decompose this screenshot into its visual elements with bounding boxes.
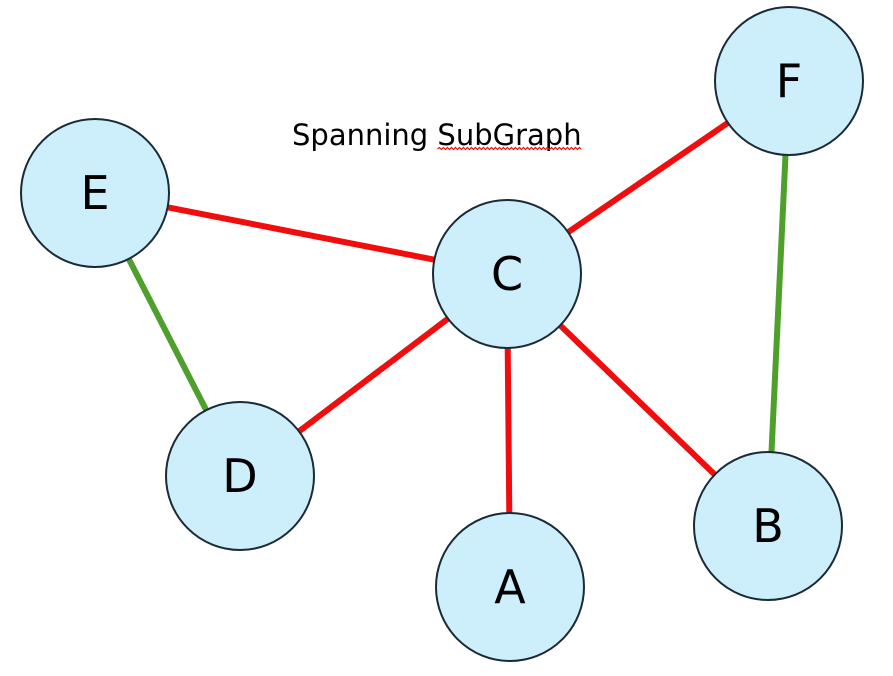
edge-c-b [558, 323, 717, 477]
node-a: A [435, 512, 585, 662]
edge-c-a [504, 347, 513, 514]
node-label: F [776, 54, 802, 108]
node-e: E [20, 118, 170, 268]
edge-c-d [297, 316, 450, 434]
node-label: A [494, 560, 526, 614]
node-circle [165, 401, 315, 551]
title-prefix: Spanning [292, 118, 437, 152]
node-circle [432, 199, 582, 349]
edge-e-c [167, 204, 435, 263]
node-layer: A B C D E F [20, 6, 864, 662]
node-label: C [491, 247, 523, 301]
node-d: D [165, 401, 315, 551]
node-label: D [222, 449, 257, 503]
svg-text:Spanning SubGraph: Spanning SubGraph [292, 118, 582, 152]
diagram-title: Spanning SubGraph [292, 118, 582, 152]
node-label: E [80, 166, 109, 220]
edge-f-b [768, 154, 789, 453]
node-label: B [752, 499, 784, 553]
node-circle [435, 512, 585, 662]
title-underlined-word: SubGraph [437, 118, 581, 152]
spellcheck-underline [437, 146, 582, 151]
node-c: C [432, 199, 582, 349]
node-circle [693, 451, 843, 601]
node-b: B [693, 451, 843, 601]
node-circle [714, 6, 864, 156]
node-f: F [714, 6, 864, 156]
edge-layer [126, 120, 789, 514]
node-circle [20, 118, 170, 268]
edge-c-f [566, 120, 730, 235]
edge-e-d [126, 257, 209, 412]
